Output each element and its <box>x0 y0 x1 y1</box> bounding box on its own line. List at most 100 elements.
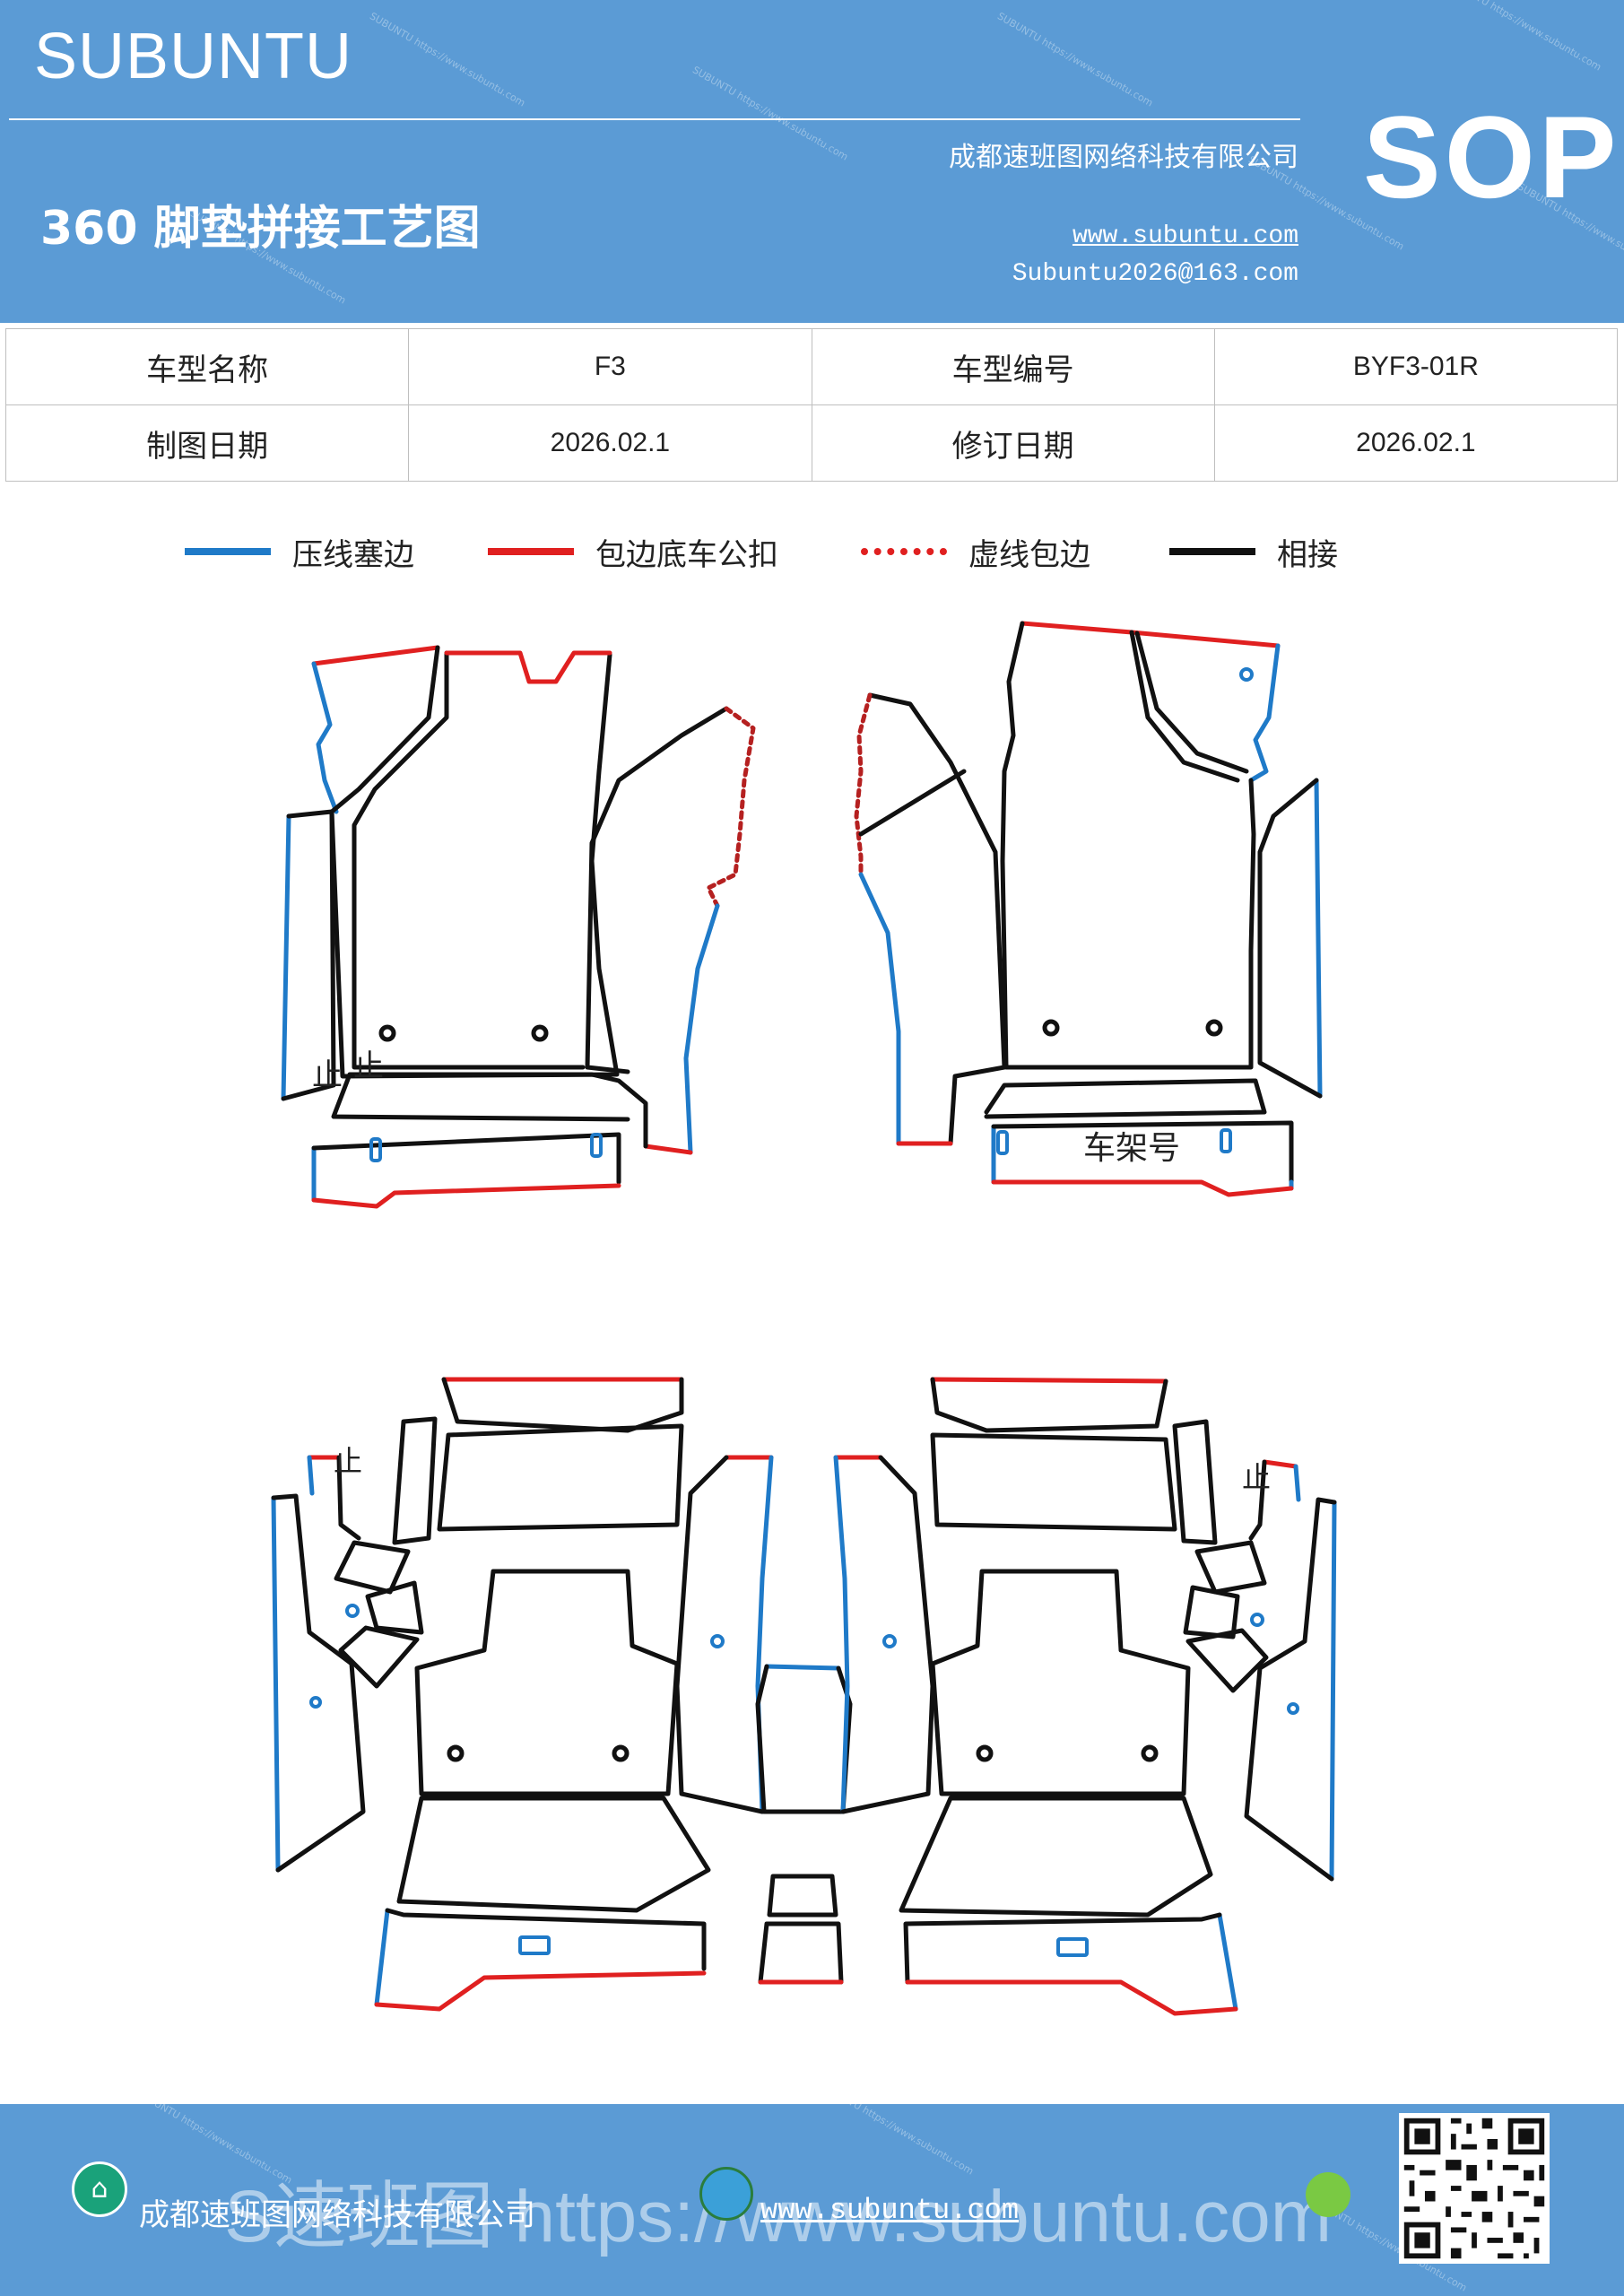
mat-piece <box>755 1664 853 1814</box>
vehicle-info-table: 车型名称 F3 车型编号 BYF3-01R 制图日期 2026.02.1 修订日… <box>4 328 1619 482</box>
building-icon: ⌂ <box>72 2161 127 2217</box>
footer-overlay-text: S速班图 https://www.subuntu.com <box>224 2176 1333 2257</box>
table-label-cell: 车型名称 <box>4 328 410 405</box>
globe-icon <box>699 2167 753 2221</box>
mat-edge-blue <box>281 813 291 1101</box>
footer-company-name: 成都速班图网络科技有限公司 <box>139 2197 535 2233</box>
mat-piece <box>930 1432 1177 1532</box>
mat-edge-red <box>991 1179 1294 1197</box>
mat-piece <box>984 1078 1267 1119</box>
clip-slot <box>996 1130 1009 1155</box>
mat-edge-red <box>444 650 612 684</box>
mat-piece <box>414 1569 680 1796</box>
clip-slot <box>1220 1128 1232 1153</box>
mat-edge-red-dotted <box>706 706 756 909</box>
mat-piece <box>334 1540 411 1595</box>
frame-number-label: 车架号 <box>1083 1130 1180 1167</box>
mat-piece <box>767 1874 838 1918</box>
mat-seam <box>1134 631 1249 774</box>
header-divider <box>9 118 1300 120</box>
mat-piece <box>899 1796 1213 1918</box>
mat-edge-red <box>374 1970 707 2012</box>
mat-edge-blue <box>311 661 339 814</box>
mat-piece <box>1000 621 1256 1070</box>
legend-swatch-black <box>1169 548 1255 555</box>
clip-slot <box>518 1935 551 1955</box>
legend-label: 包边底车公扣 <box>595 536 778 573</box>
mat-piece <box>331 1072 648 1149</box>
mat-piece <box>674 1455 765 1814</box>
mat-edge-red <box>311 645 440 666</box>
clip-hole <box>976 1744 994 1762</box>
mat-piece <box>392 1416 438 1545</box>
stop-mark: 止 <box>1242 1460 1271 1494</box>
mat-seam <box>1129 630 1240 783</box>
clip-hole <box>531 1024 549 1042</box>
brand-mark-icon <box>1306 2172 1350 2217</box>
mat-edge-blue <box>1314 778 1323 1099</box>
legend-label: 相接 <box>1277 536 1338 573</box>
clip-slot <box>590 1133 603 1158</box>
mat-edge-red <box>311 1183 621 1209</box>
mat-piece <box>1185 1628 1269 1693</box>
clip-hole <box>882 1634 897 1648</box>
front-right-mat-group <box>854 621 1323 1197</box>
stop-mark: 止 <box>312 1057 343 1093</box>
qr-code-icon <box>1399 2113 1550 2264</box>
table-label-cell: 制图日期 <box>4 404 410 482</box>
table-row: 车型名称 F3 车型编号 BYF3-01R <box>4 328 1619 405</box>
clip-hole <box>1141 1744 1159 1762</box>
table-label-cell: 修订日期 <box>811 404 1215 482</box>
mat-piece <box>329 645 620 1079</box>
mat-piece <box>903 1912 1222 1985</box>
mat-piece <box>1194 1540 1267 1595</box>
mat-edge-blue <box>764 1664 841 1671</box>
mat-piece <box>867 692 1007 1146</box>
clip-hole <box>1287 1702 1299 1715</box>
website-link[interactable]: www.subuntu.com <box>1072 222 1298 250</box>
floor-mat-diagram: 止 止 车架号 止 止 <box>271 621 1337 2016</box>
clip-hole <box>447 1744 465 1762</box>
mat-edge-blue <box>683 903 720 1155</box>
legend-swatch-red-dotted <box>861 548 947 555</box>
mat-edge-red <box>930 1377 1168 1384</box>
legend-item: 相接 <box>1169 529 1338 574</box>
legend-swatch-red <box>488 548 574 555</box>
sop-badge: SOP <box>1363 91 1620 222</box>
header-banner: SUBUNTU https://www.subuntu.com SUBUNTU … <box>0 0 1624 323</box>
mat-piece <box>1172 1419 1218 1545</box>
mat-piece <box>840 1455 935 1814</box>
clip-hole <box>378 1024 396 1042</box>
table-value-cell: 2026.02.1 <box>1213 404 1619 482</box>
mat-piece <box>1248 1459 1267 1541</box>
mat-edge-red <box>1262 1459 1298 1469</box>
mat-edge-red <box>1020 621 1281 648</box>
mat-piece <box>758 1921 844 1985</box>
legend-label: 压线塞边 <box>292 536 414 573</box>
table-label-cell: 车型编号 <box>811 328 1215 405</box>
stop-mark: 止 <box>334 1444 362 1478</box>
mat-piece <box>1183 1585 1240 1639</box>
mat-piece <box>991 1120 1294 1185</box>
mat-piece <box>441 1377 684 1433</box>
rear-right-mat-group <box>833 1377 1337 2016</box>
legend-item: 虚线包边 <box>861 529 1090 574</box>
legend-item: 压线塞边 <box>185 529 414 574</box>
mat-edge-blue <box>307 1455 315 1496</box>
stop-mark: 止 <box>353 1048 384 1084</box>
clip-hole <box>345 1604 360 1618</box>
mat-piece <box>271 1493 366 1873</box>
clip-slot <box>1056 1937 1089 1957</box>
mat-seam <box>352 650 586 1070</box>
clip-hole <box>1250 1613 1264 1627</box>
mat-piece <box>281 809 336 1101</box>
mat-piece <box>930 1569 1191 1796</box>
footer-website-link[interactable]: www.subuntu.com <box>760 2194 1020 2227</box>
mat-piece <box>396 1796 711 1913</box>
legend-swatch-blue <box>185 548 271 555</box>
mat-piece <box>585 706 729 1074</box>
rear-left-mat-group <box>271 1377 774 2012</box>
footer-banner: SUBUNTU https://www.subuntu.com SUBUNTU … <box>0 2104 1624 2296</box>
clip-slot <box>369 1137 382 1162</box>
mat-edge-blue <box>1217 1912 1238 2012</box>
